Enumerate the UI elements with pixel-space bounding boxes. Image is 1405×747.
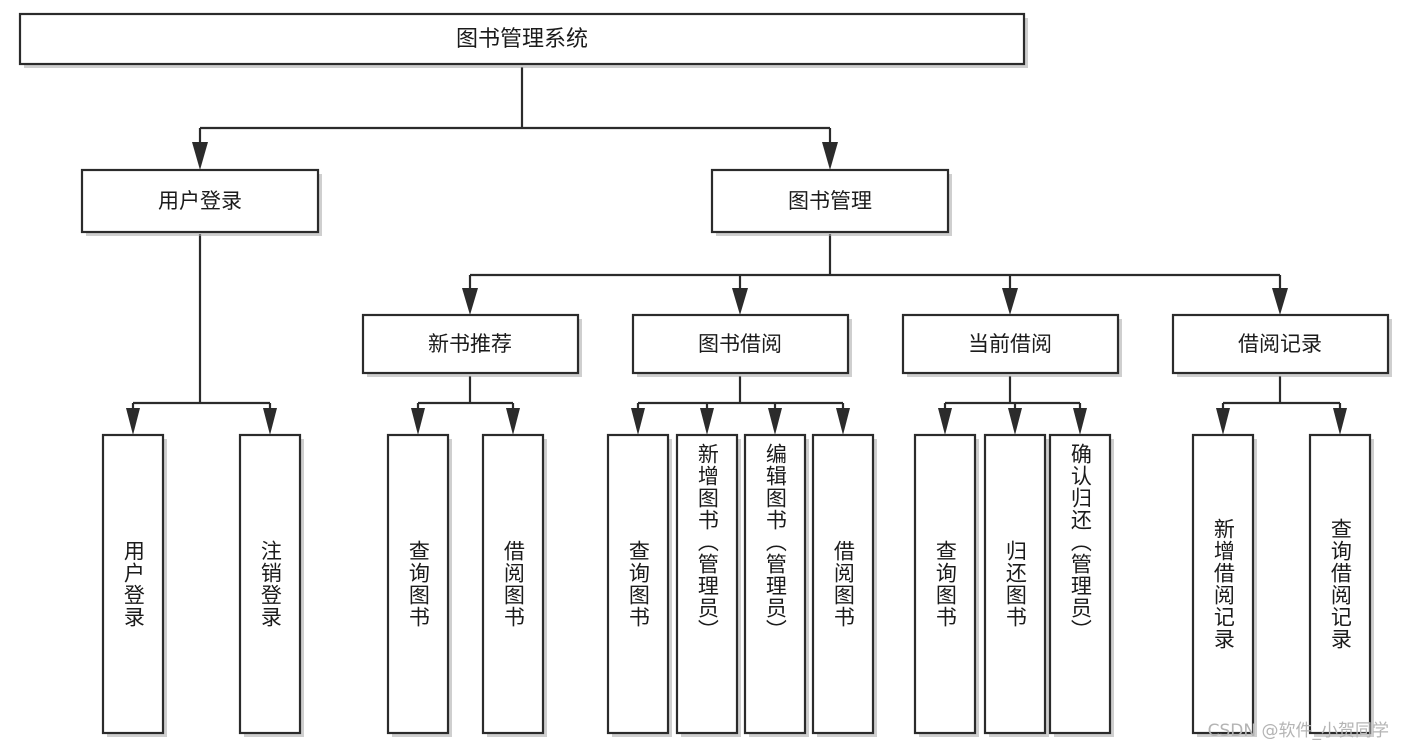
node-leaf-return-book-box <box>983 433 1047 735</box>
connector-book-borrow-bus <box>636 376 845 418</box>
node-leaf-user-login-box <box>101 433 165 735</box>
node-book-borrow-box <box>631 313 850 375</box>
connector-layer <box>126 67 1347 435</box>
node-leaf-add-book[interactable] <box>675 433 741 737</box>
arrow-to-leaf-add-book <box>700 408 714 435</box>
node-root[interactable]: 图书管理系统 <box>18 12 1028 68</box>
arrow-to-new-book-recommend <box>462 288 478 315</box>
arrow-to-borrow-record <box>1272 288 1288 315</box>
arrow-to-leaf-user-login <box>126 408 140 435</box>
node-leaf-borrow-book-1[interactable] <box>481 433 547 737</box>
connector-borrow-record-bus <box>1221 376 1342 418</box>
node-leaf-edit-book-box <box>743 433 807 735</box>
node-leaf-user-logout[interactable] <box>238 433 304 737</box>
node-leaf-return-book[interactable] <box>983 433 1049 737</box>
connector-new-book-recommend-bus <box>416 376 515 418</box>
arrow-to-leaf-borrow-book-2 <box>836 408 850 435</box>
node-leaf-query-book-3-box <box>913 433 977 735</box>
node-leaf-query-book-3[interactable] <box>913 433 979 737</box>
node-user-login-box <box>80 168 320 234</box>
node-borrow-record-box <box>1171 313 1390 375</box>
node-user-login-label: 用户登录 <box>158 189 242 213</box>
node-leaf-add-book-box <box>675 433 739 735</box>
arrow-to-user-login <box>192 142 208 170</box>
node-new-book-recommend[interactable]: 新书推荐 <box>361 313 582 377</box>
node-leaf-confirm-return-box <box>1048 433 1112 735</box>
arrow-to-leaf-edit-book <box>768 408 782 435</box>
node-new-book-recommend-label: 新书推荐 <box>428 332 512 356</box>
node-leaf-add-record-box <box>1191 433 1255 735</box>
node-borrow-record[interactable]: 借阅记录 <box>1171 313 1392 377</box>
node-leaf-borrow-book-2[interactable] <box>811 433 877 737</box>
node-leaf-query-book-1-box <box>386 433 450 735</box>
node-leaf-query-record-box <box>1308 433 1372 735</box>
arrow-to-leaf-borrow-book-1 <box>506 408 520 435</box>
node-book-management[interactable]: 图书管理 <box>710 168 952 236</box>
arrow-to-leaf-query-book-1 <box>411 408 425 435</box>
node-new-book-recommend-box <box>361 313 580 375</box>
arrow-to-leaf-return-book <box>1008 408 1022 435</box>
arrow-to-leaf-user-logout <box>263 408 277 435</box>
node-leaf-edit-book[interactable] <box>743 433 809 737</box>
arrow-to-leaf-query-book-2 <box>631 408 645 435</box>
node-book-management-box <box>710 168 950 234</box>
node-book-management-label: 图书管理 <box>788 189 872 213</box>
node-book-borrow[interactable]: 图书借阅 <box>631 313 852 377</box>
node-borrow-record-label: 借阅记录 <box>1238 332 1322 356</box>
node-leaf-confirm-return[interactable] <box>1048 433 1114 737</box>
arrow-to-current-borrow <box>1002 288 1018 315</box>
node-leaf-query-record[interactable] <box>1308 433 1374 737</box>
connector-user-login-bus <box>131 234 272 418</box>
node-current-borrow-box <box>901 313 1120 375</box>
node-leaf-add-record[interactable] <box>1191 433 1257 737</box>
node-leaf-query-book-2[interactable] <box>606 433 672 737</box>
node-leaf-query-book-1[interactable] <box>386 433 452 737</box>
node-leaf-user-logout-box <box>238 433 302 735</box>
node-layer: 图书管理系统 用户登录 图书管理 新书推荐 <box>18 12 1392 737</box>
node-leaf-user-login[interactable] <box>101 433 167 737</box>
node-current-borrow[interactable]: 当前借阅 <box>901 313 1122 377</box>
node-root-box <box>18 12 1026 66</box>
node-leaf-borrow-book-1-box <box>481 433 545 735</box>
arrow-to-leaf-confirm-return <box>1073 408 1087 435</box>
arrow-to-leaf-query-book-3 <box>938 408 952 435</box>
connector-book-management-bus <box>468 234 1282 297</box>
node-leaf-borrow-book-2-box <box>811 433 875 735</box>
watermark-text: CSDN @软件_小贺同学 <box>1207 721 1389 741</box>
arrow-to-book-borrow <box>732 288 748 315</box>
arrow-to-leaf-query-record <box>1333 408 1347 435</box>
node-root-label: 图书管理系统 <box>456 27 588 52</box>
node-book-borrow-label: 图书借阅 <box>698 332 782 356</box>
node-current-borrow-label: 当前借阅 <box>968 332 1052 356</box>
arrow-to-leaf-add-record <box>1216 408 1230 435</box>
node-leaf-query-book-2-box <box>606 433 670 735</box>
connector-root-bus <box>198 67 832 152</box>
node-user-login[interactable]: 用户登录 <box>80 168 322 236</box>
arrow-to-book-management <box>822 142 838 170</box>
